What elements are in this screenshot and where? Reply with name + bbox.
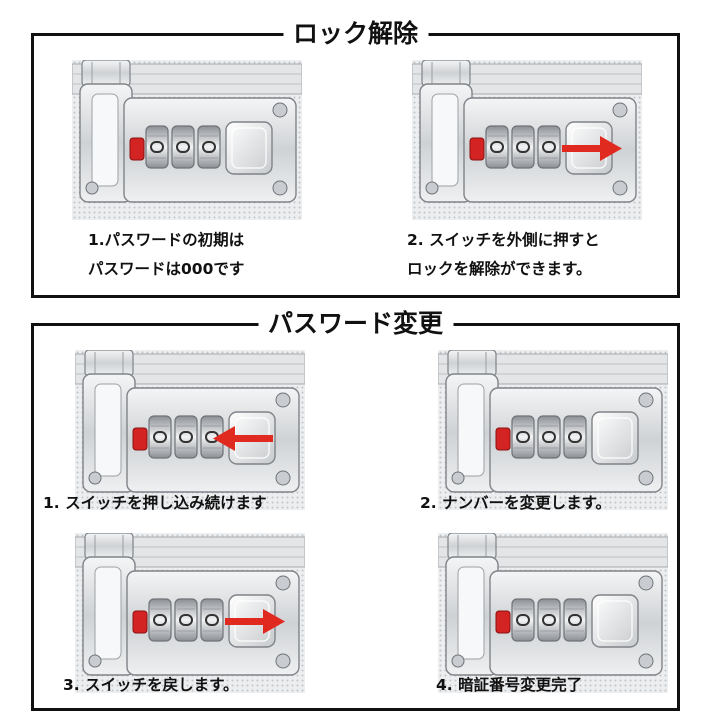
lock-image-change-step-3 [75, 533, 305, 693]
lock-image-change-step-4 [438, 533, 668, 693]
dial-wheel [511, 125, 535, 169]
dial-wheel [200, 598, 224, 642]
change-step-1-caption: 1. スイッチを押し込み続けます [43, 489, 267, 518]
dial-wheel [171, 125, 195, 169]
dial-wheel [537, 415, 561, 459]
dial-wheel [174, 598, 198, 642]
unlock-step-2-caption: 2. スイッチを外側に押すと ロックを解除ができます。 [407, 226, 600, 284]
unlock-step-1-caption: 1.パスワードの初期は パスワードは000です [88, 226, 244, 284]
arrow-left-icon [213, 426, 273, 451]
caption-line: 2. スイッチを外側に押すと [407, 231, 600, 249]
dial-wheel [511, 415, 535, 459]
caption-line: パスワードは000です [88, 260, 245, 278]
dial-wheel [174, 415, 198, 459]
lock-image-unlock-step-2 [412, 60, 642, 220]
dial-wheel [145, 125, 169, 169]
caption-line: 1. スイッチを押し込み続けます [43, 494, 267, 512]
caption-line: 1.パスワードの初期は [88, 231, 245, 249]
dial-wheel [485, 125, 509, 169]
dial-wheel [563, 415, 587, 459]
change-section-title: パスワード変更 [257, 309, 454, 339]
change-step-3-caption: 3. スイッチを戻します。 [63, 671, 239, 700]
caption-line: 3. スイッチを戻します。 [63, 676, 239, 694]
change-step-4-caption: 4. 暗証番号変更完了 [436, 671, 582, 700]
unlock-section-title: ロック解除 [282, 19, 429, 49]
dial-wheel [537, 125, 561, 169]
lock-image-unlock-step-1 [72, 60, 302, 220]
dial-wheel [197, 125, 221, 169]
dial-wheel [148, 598, 172, 642]
dial-wheel [148, 415, 172, 459]
caption-line: 2. ナンバーを変更します。 [420, 494, 612, 512]
dial-wheel [511, 598, 535, 642]
caption-line: 4. 暗証番号変更完了 [436, 676, 583, 694]
dial-wheel [563, 598, 587, 642]
arrow-right-icon [225, 609, 285, 634]
arrow-right-icon [562, 136, 622, 161]
dial-wheel [537, 598, 561, 642]
lock-image-change-step-1 [75, 350, 305, 510]
change-step-2-caption: 2. ナンバーを変更します。 [420, 489, 611, 518]
caption-line: ロックを解除ができます。 [407, 260, 592, 278]
lock-image-change-step-2 [438, 350, 668, 510]
